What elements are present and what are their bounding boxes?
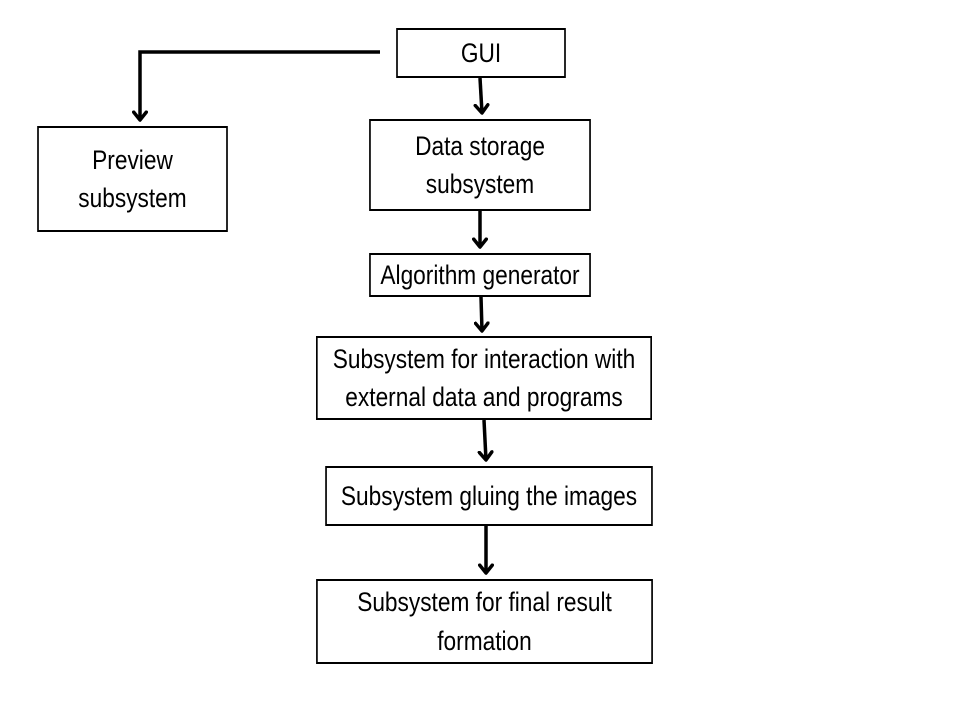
node-data-storage-label-line-2: subsystem [425,169,535,199]
node-algorithm-generator: Algorithm generator [369,253,591,297]
arrow-gui-to-data-storage [480,77,482,113]
arrow-interaction-to-gluing [484,419,486,460]
node-final-result-subsystem: Subsystem for final result formation [316,579,653,664]
node-final-label-line-2: formation [437,625,532,656]
node-gui: GUI [396,28,566,78]
node-final-label-line-1: Subsystem for final result [357,587,612,618]
node-interaction-label-line-2: external data and programs [345,382,623,412]
node-interaction-subsystem: Subsystem for interaction with external … [316,336,652,420]
node-preview-label-line-2: subsystem [78,183,187,213]
node-interaction-label-line-1: Subsystem for interaction with [332,343,636,374]
node-algorithm-label: Algorithm generator [380,259,580,290]
node-preview-label-line-1: Preview [92,144,173,175]
node-gui-label: GUI [460,37,502,68]
node-gluing-label: Subsystem gluing the images [340,480,638,511]
arrow-algorithm-to-interaction [481,296,482,331]
node-data-storage-label-line-1: Data storage [415,130,545,161]
arrow-gui-to-preview [140,50,380,120]
node-gluing-subsystem: Subsystem gluing the images [325,466,653,526]
node-preview-subsystem: Preview subsystem [37,126,228,232]
node-data-storage-subsystem: Data storage subsystem [369,119,591,211]
